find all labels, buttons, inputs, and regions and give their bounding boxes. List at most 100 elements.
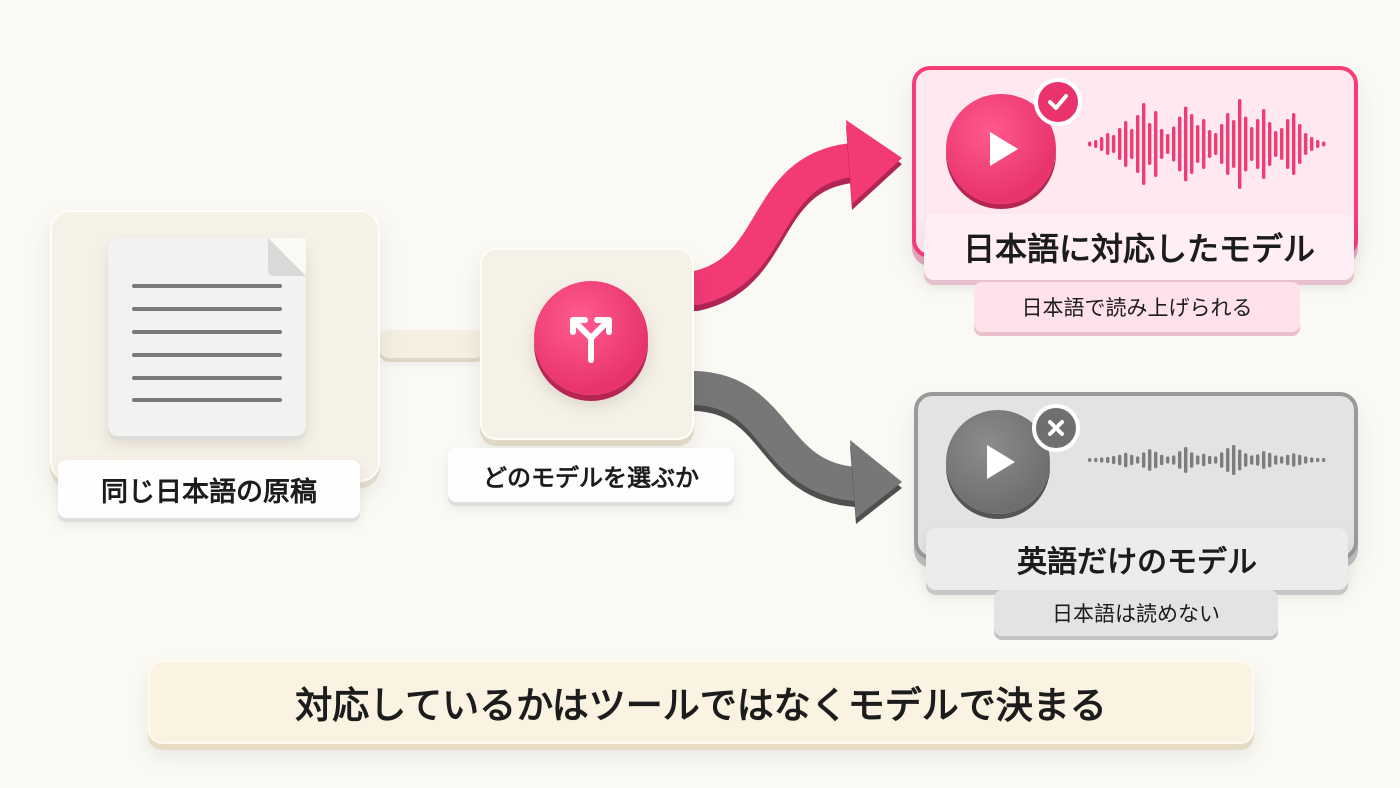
wave-bar [1250,455,1254,465]
wave-bar [1268,122,1272,166]
wave-bar [1202,453,1206,467]
source-label: 同じ日本語の原稿 [58,460,360,518]
wave-bar [1208,130,1212,158]
wave-bar [1112,455,1116,465]
wave-bar [1304,133,1308,155]
wave-bar [1112,135,1116,153]
wave-bar [1316,140,1320,148]
wave-bar [1256,454,1260,466]
wave-bar [1166,456,1170,464]
wave-bar [1100,137,1104,151]
arrow-to-jp-model [679,143,869,305]
doc-line [132,376,282,380]
wave-bar [1238,99,1242,189]
document-fold [268,238,306,276]
wave-bar [1238,449,1242,471]
wave-bar [1184,447,1188,473]
wave-bar [1232,444,1236,476]
wave-bar [1220,124,1224,164]
arrow-to-en-model [679,371,873,501]
wave-bar [1214,133,1218,155]
doc-line [132,398,282,402]
arrow-head-en-top [850,440,902,518]
wave-bar [1292,113,1296,175]
wave-bar [1310,137,1314,151]
wave-bar [1154,451,1158,469]
wave-bar [1322,141,1326,147]
wave-bar [1280,456,1284,464]
wave-bar [1214,456,1218,464]
check-icon [1034,78,1082,126]
wave-bar [1310,457,1314,463]
wave-bar [1262,109,1266,179]
choice-label: どのモデルを選ぶか [448,448,734,502]
wave-bar [1130,129,1134,159]
wave-bar [1094,140,1098,148]
wave-bar [1280,128,1284,160]
doc-line [132,353,282,357]
wave-bar [1286,119,1290,169]
wave-bar [1190,114,1194,174]
wave-bar [1124,452,1128,468]
soundwave-icon [1088,99,1326,189]
wave-bar [1142,452,1146,468]
wave-bar [1226,113,1230,175]
wave-bar [1274,131,1278,157]
wave-bar [1202,119,1206,169]
wave-bar [1154,111,1158,177]
doc-line [132,330,282,334]
wave-bar [1172,455,1176,465]
wave-bar [1190,452,1194,468]
wave-bar [1172,126,1176,162]
wave-bar [1130,454,1134,466]
wave-bar [1148,123,1152,165]
wave-bar [1148,449,1152,471]
wave-bar [1178,451,1182,469]
wave-bar [1262,451,1266,469]
wave-bar [1208,455,1212,465]
wave-bar [1094,457,1098,463]
wave-bar [1160,129,1164,159]
en-model-subtitle: 日本語は読めない [994,590,1278,636]
wave-bar [1118,454,1122,466]
wave-bar [1136,456,1140,464]
soundwave-icon [1088,444,1326,476]
wave-bar [1124,121,1128,167]
wave-bar [1106,133,1110,155]
wave-bar [1118,128,1122,160]
jp-model-subtitle: 日本語で読み上げられる [974,282,1300,332]
wave-bar [1322,458,1326,462]
wave-bar [1142,103,1146,185]
wave-bar [1184,106,1188,182]
wave-bar [1268,452,1272,468]
wave-bar [1286,454,1290,466]
branch-split-icon [534,281,648,395]
wave-bar [1244,116,1248,172]
x-icon [1032,404,1080,452]
wave-bar [1250,127,1254,161]
wave-bar [1088,458,1092,462]
wave-bar [1244,453,1248,467]
wave-bar [1304,456,1308,464]
wave-bar [1292,453,1296,467]
wave-bar [1178,116,1182,172]
connector-bar [378,330,486,358]
wave-bar [1196,125,1200,163]
wave-bar [1298,124,1302,164]
wave-bar [1106,456,1110,464]
wave-bar [1274,455,1278,465]
wave-bar [1298,454,1302,466]
wave-bar [1100,457,1104,463]
wave-bar [1196,455,1200,465]
wave-bar [1256,119,1260,169]
en-model-title: 英語だけのモデル [926,528,1348,590]
doc-line [132,284,282,288]
arrow-head-jp-top [846,120,902,204]
wave-bar [1220,452,1224,468]
wave-bar [1166,134,1170,154]
wave-bar [1136,115,1140,173]
doc-line [132,307,282,311]
wave-bar [1232,120,1236,168]
jp-model-title: 日本語に対応したモデル [924,214,1354,280]
